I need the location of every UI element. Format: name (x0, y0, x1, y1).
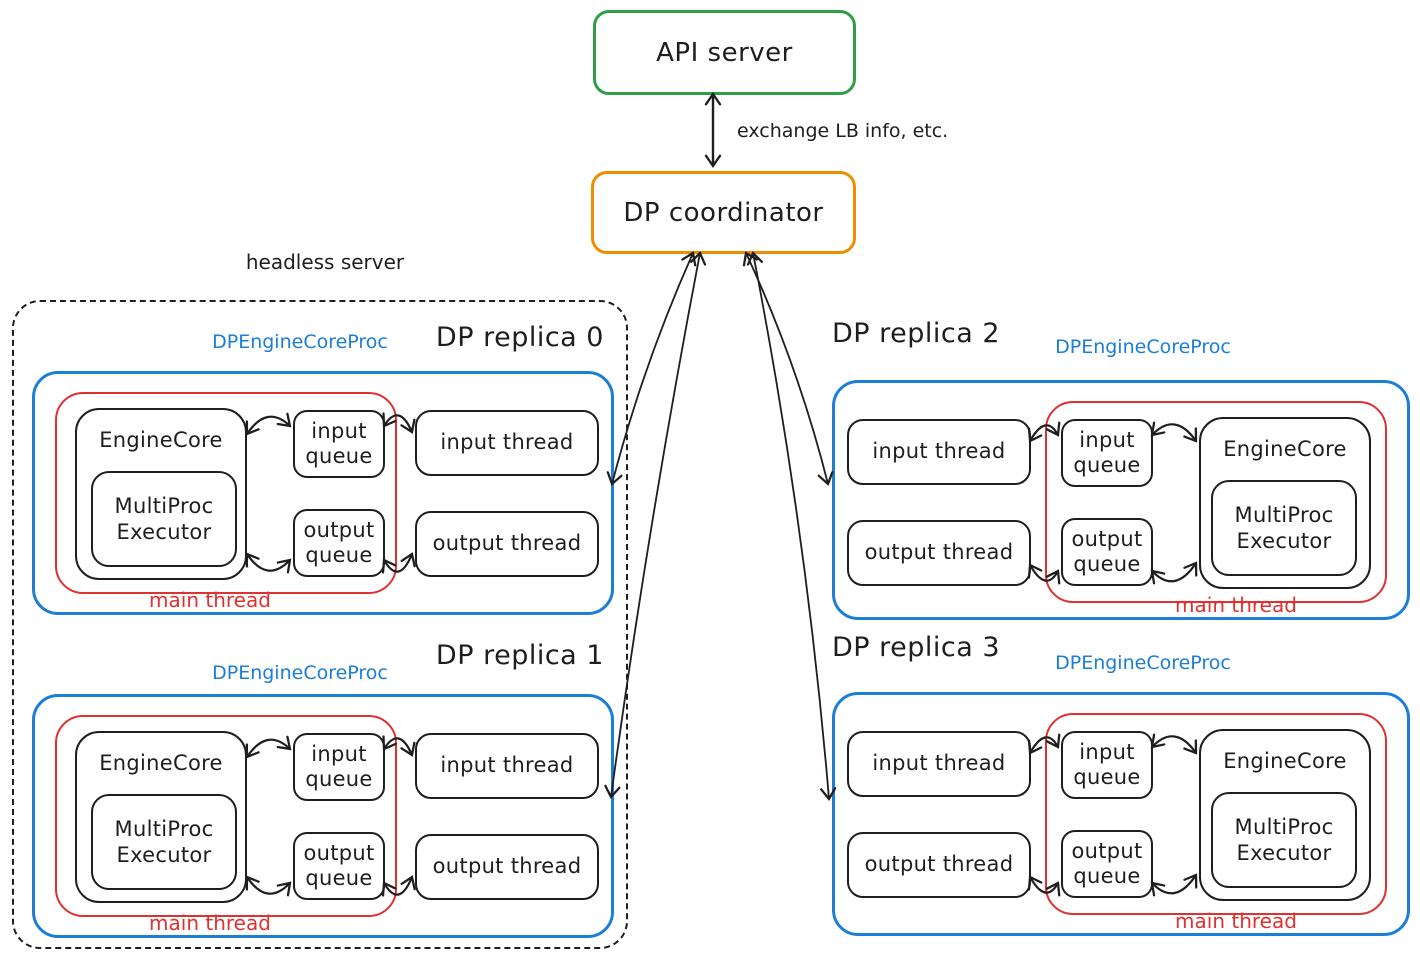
replica-1-process-label: DPEngineCoreProc (212, 662, 388, 684)
replica-2-process-box: EngineCore MultiProc Executor input queu… (832, 380, 1410, 620)
replica-2-process-label: DPEngineCoreProc (1055, 336, 1231, 358)
engine-core-label: EngineCore (99, 428, 223, 452)
replica-3-input-queue: input queue (1061, 731, 1153, 799)
replica-0-process-label: DPEngineCoreProc (212, 331, 388, 353)
replica-0-input-thread: input thread (415, 410, 599, 476)
input-queue-label: input queue (305, 418, 373, 468)
replica-2-engine-core: EngineCore MultiProc Executor (1199, 417, 1371, 589)
replica-1-input-thread: input thread (415, 733, 599, 799)
replica-0-multiproc-executor: MultiProc Executor (91, 471, 237, 567)
multiproc-executor-label: MultiProc Executor (114, 493, 214, 544)
api-server-label: API server (656, 37, 793, 68)
replica-2-input-thread: input thread (847, 419, 1031, 485)
replica-1-process-box: EngineCore MultiProc Executor input queu… (32, 694, 614, 938)
arrow-coordinator-replica2 (742, 251, 834, 486)
dp-replica-1: DP replica 1 DPEngineCoreProc EngineCore… (32, 640, 614, 938)
replica-3-output-queue: output queue (1061, 830, 1153, 898)
dp-replica-2: DP replica 2 DPEngineCoreProc EngineCore… (832, 318, 1410, 620)
replica-0-input-queue: input queue (293, 410, 385, 478)
replica-1-output-queue: output queue (293, 832, 385, 900)
replica-3-process-label: DPEngineCoreProc (1055, 652, 1231, 674)
replica-0-title: DP replica 0 (435, 322, 604, 353)
replica-3-title: DP replica 3 (832, 632, 1001, 663)
replica-2-title: DP replica 2 (832, 318, 1001, 349)
replica-2-main-thread-box (1045, 401, 1387, 603)
output-thread-label: output thread (432, 854, 582, 879)
replica-1-input-queue: input queue (293, 733, 385, 801)
headless-server-label: headless server (245, 250, 405, 274)
input-thread-label: input thread (440, 430, 574, 455)
dp-replica-0: DP replica 0 DPEngineCoreProc EngineCore… (32, 322, 614, 615)
input-thread-label: input thread (872, 751, 1006, 776)
replica-1-multiproc-executor: MultiProc Executor (91, 794, 237, 890)
replica-2-main-thread-label: main thread (1175, 593, 1297, 617)
output-queue-label: output queue (303, 517, 375, 567)
output-thread-label: output thread (864, 540, 1014, 565)
multiproc-executor-label: MultiProc Executor (114, 816, 214, 867)
replica-1-title: DP replica 1 (435, 640, 604, 671)
replica-1-main-thread-box (55, 715, 397, 917)
engine-core-label: EngineCore (1223, 749, 1347, 773)
replica-0-main-thread-box (55, 392, 397, 594)
multiproc-executor-label: MultiProc Executor (1234, 814, 1334, 865)
input-queue-label: input queue (1073, 427, 1141, 477)
engine-core-label: EngineCore (99, 751, 223, 775)
api-server-node: API server (593, 10, 856, 95)
replica-3-input-thread: input thread (847, 731, 1031, 797)
multiproc-executor-label: MultiProc Executor (1234, 502, 1334, 553)
replica-0-output-thread: output thread (415, 511, 599, 577)
arrow-coordinator-replica3 (746, 251, 837, 801)
output-queue-label: output queue (303, 840, 375, 890)
replica-3-main-thread-label: main thread (1175, 909, 1297, 933)
replica-1-output-thread: output thread (415, 834, 599, 900)
input-thread-label: input thread (872, 439, 1006, 464)
replica-2-multiproc-executor: MultiProc Executor (1211, 480, 1357, 576)
output-thread-label: output thread (432, 531, 582, 556)
replica-2-input-queue: input queue (1061, 419, 1153, 487)
replica-3-main-thread-box (1045, 713, 1387, 915)
input-queue-label: input queue (1073, 739, 1141, 789)
replica-3-process-box: EngineCore MultiProc Executor input queu… (832, 692, 1410, 936)
replica-0-engine-core: EngineCore MultiProc Executor (75, 408, 247, 580)
dp-coordinator-label: DP coordinator (623, 197, 824, 228)
replica-1-engine-core: EngineCore MultiProc Executor (75, 731, 247, 903)
replica-3-multiproc-executor: MultiProc Executor (1211, 792, 1357, 888)
replica-3-engine-core: EngineCore MultiProc Executor (1199, 729, 1371, 901)
replica-0-process-box: EngineCore MultiProc Executor input queu… (32, 371, 614, 615)
replica-2-output-queue: output queue (1061, 518, 1153, 586)
output-queue-label: output queue (1071, 526, 1143, 576)
engine-core-label: EngineCore (1223, 437, 1347, 461)
replica-0-output-queue: output queue (293, 509, 385, 577)
replica-3-output-thread: output thread (847, 832, 1031, 898)
input-queue-label: input queue (305, 741, 373, 791)
replica-1-main-thread-label: main thread (149, 911, 271, 935)
output-queue-label: output queue (1071, 838, 1143, 888)
dp-replica-3: DP replica 3 DPEngineCoreProc EngineCore… (832, 632, 1410, 936)
dp-coordinator-node: DP coordinator (591, 171, 856, 254)
output-thread-label: output thread (864, 852, 1014, 877)
input-thread-label: input thread (440, 753, 574, 778)
replica-2-output-thread: output thread (847, 520, 1031, 586)
replica-0-main-thread-label: main thread (149, 588, 271, 612)
exchange-info-label: exchange LB info, etc. (737, 120, 949, 142)
